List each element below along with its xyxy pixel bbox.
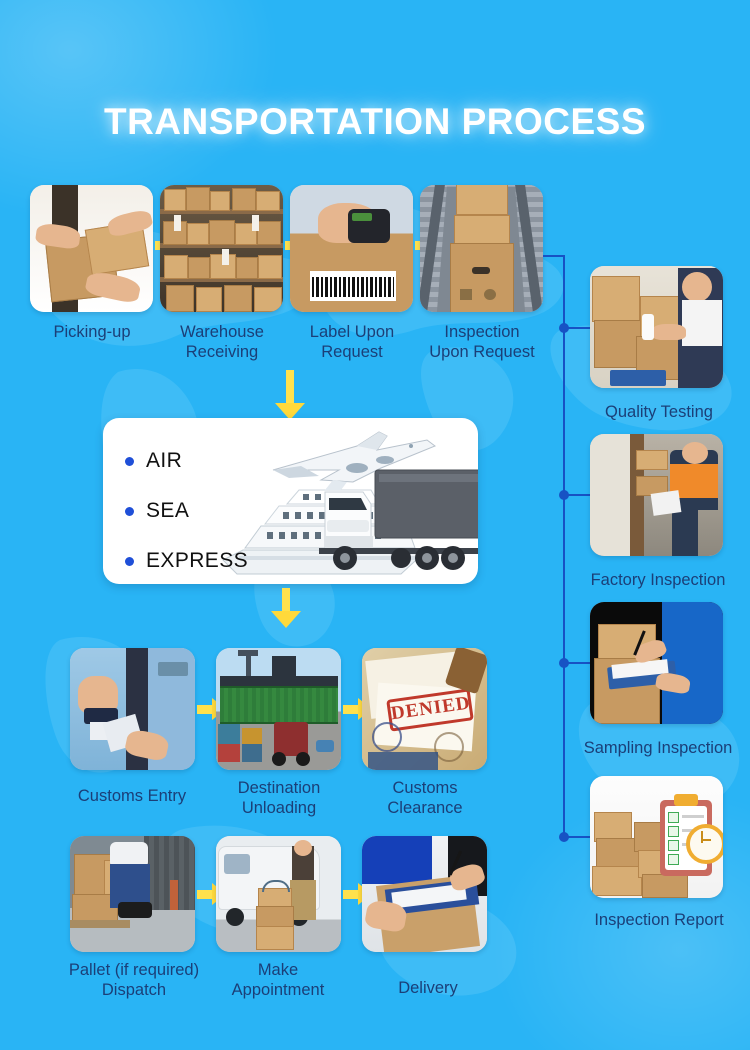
arrow-right-icon	[197, 698, 226, 720]
arrow-down-icon-to-card	[275, 370, 305, 420]
step-label-destination-unloading: Destination Unloading	[237, 779, 321, 817]
transport-modes-card: AIR SEA EXPRESS	[103, 418, 478, 584]
step-image-inspection-upon-request	[420, 185, 543, 312]
step-image-delivery	[362, 836, 487, 952]
right-image-factory-inspection	[590, 434, 723, 556]
connector-dot-4	[559, 832, 569, 842]
arrow-down-icon-from-card	[271, 588, 301, 628]
connector-branch-1	[563, 327, 591, 329]
transport-mode-item: EXPRESS	[125, 540, 248, 582]
step-label-inspection-upon-request: Inspection Upon Request	[429, 323, 535, 361]
step-image-customs-clearance: DENIED	[362, 648, 487, 770]
connector-branch-4	[563, 836, 591, 838]
step-label-make-appointment: Make Appointment	[231, 961, 325, 999]
transport-mode-label: SEA	[146, 499, 190, 522]
step-image-picking-up	[30, 185, 153, 312]
step-label-pallet-dispatch: Pallet (if required) Dispatch	[68, 961, 200, 999]
right-image-quality-testing	[590, 266, 723, 388]
step-image-label-upon-request	[290, 185, 413, 312]
arrow-right-icon	[343, 698, 372, 720]
step-label-delivery: Delivery	[398, 979, 458, 997]
connector-dot-3	[559, 658, 569, 668]
step-label-customs-entry: Customs Entry	[77, 787, 187, 805]
transport-mode-item: SEA	[125, 490, 248, 532]
connector-spine	[563, 255, 565, 838]
page-title: TRANSPORTATION PROCESS	[103, 101, 647, 142]
connector-dot-2	[559, 490, 569, 500]
step-label-picking-up: Picking-up	[53, 323, 131, 341]
airplane-illustration	[272, 431, 437, 483]
transport-mode-label: AIR	[146, 449, 183, 472]
step-image-make-appointment	[216, 836, 341, 952]
step-label-warehouse-receiving: Warehouse Receiving	[180, 323, 264, 361]
transport-mode-label: EXPRESS	[146, 549, 249, 572]
step-image-pallet-dispatch	[70, 836, 195, 952]
right-image-sampling-inspection	[590, 602, 723, 724]
right-label-inspection-report: Inspection Report	[594, 911, 724, 929]
step-label-customs-clearance: Customs Clearance	[387, 779, 463, 817]
connector-branch-3	[563, 662, 591, 664]
bullet-icon	[125, 506, 134, 516]
corner-glow-top-left	[0, 0, 280, 220]
arrow-right-icon	[197, 883, 226, 905]
step-image-warehouse-receiving	[160, 185, 283, 312]
connector-branch-top	[543, 255, 565, 257]
connector-dot-1	[559, 323, 569, 333]
transport-mode-item: AIR	[125, 440, 248, 482]
connector-branch-2	[563, 494, 591, 496]
right-image-inspection-report	[590, 776, 723, 898]
bullet-icon	[125, 456, 134, 466]
right-label-sampling-inspection: Sampling Inspection	[583, 739, 733, 757]
step-image-destination-unloading	[216, 648, 341, 770]
bullet-icon	[125, 556, 134, 566]
truck-illustration	[319, 469, 478, 570]
step-label-label-upon-request: Label Upon Request	[309, 323, 395, 361]
right-label-factory-inspection: Factory Inspection	[590, 571, 726, 589]
right-label-quality-testing: Quality Testing	[605, 403, 713, 421]
transport-modes-list: AIR SEA EXPRESS	[125, 440, 248, 584]
arrow-right-icon	[343, 883, 372, 905]
step-image-customs-entry	[70, 648, 195, 770]
